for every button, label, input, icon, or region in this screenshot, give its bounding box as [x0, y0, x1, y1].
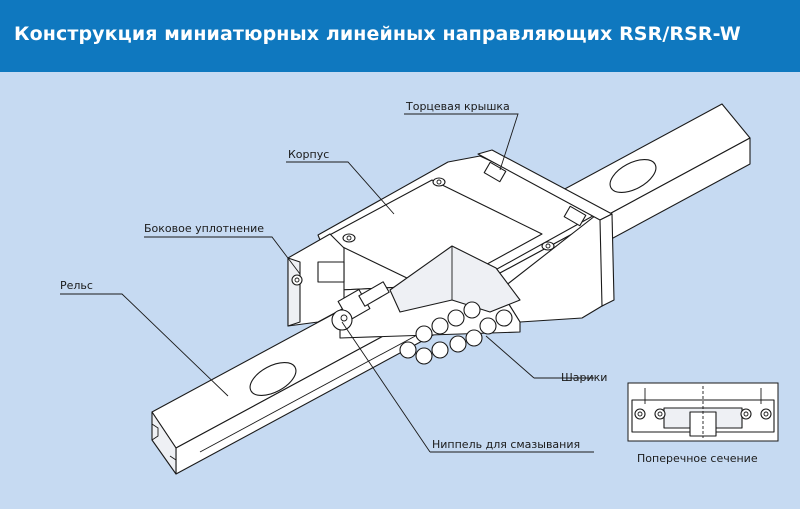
linear-guide-diagram: Торцевая крышка Корпус Боковое уплотнени… [60, 100, 779, 475]
block-body [317, 155, 613, 339]
end-cap [477, 149, 615, 307]
label-side-seal: Боковое уплотнение [144, 222, 264, 235]
label-cross-section: Поперечное сечение [637, 452, 758, 465]
leader-lines [60, 113, 594, 453]
side-seal [287, 233, 345, 327]
label-grease-nipple: Ниппель для смазывания [432, 438, 580, 451]
page-title: Конструкция миниатюрных линейных направл… [14, 23, 741, 45]
ball-row [399, 301, 513, 365]
label-rail: Рельс [60, 279, 93, 292]
label-balls: Шарики [561, 371, 607, 384]
label-end-cap: Торцевая крышка [405, 100, 510, 113]
grease-nipple [331, 281, 390, 331]
label-body: Корпус [288, 148, 329, 161]
cross-section-inset [627, 382, 779, 442]
header-bar: Конструкция миниатюрных линейных направл… [0, 0, 800, 72]
